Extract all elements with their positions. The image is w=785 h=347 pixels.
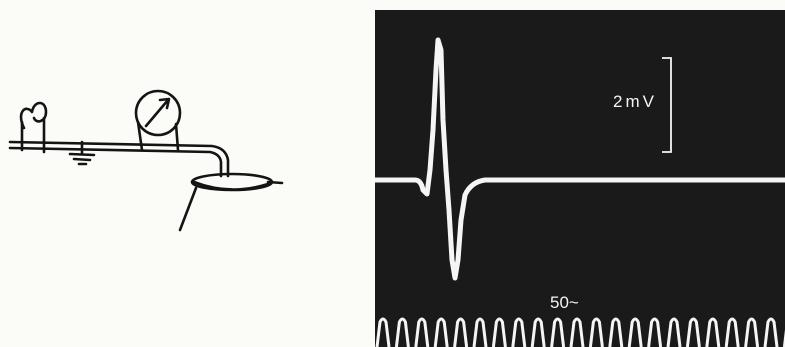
ground-icon [70, 142, 94, 164]
coil-icon [21, 103, 46, 152]
signal-trace [375, 40, 785, 278]
oscilloscope-trace [375, 10, 785, 347]
lead-wire-lower [10, 148, 221, 176]
timebase-label: 50~ [550, 293, 579, 313]
calibration-bar [662, 58, 671, 152]
electrode-vessel-icon [180, 174, 282, 230]
scale-bar-label: 2mV [613, 92, 657, 112]
meter-icon [136, 91, 180, 150]
oscilloscope-trace-panel: 2mV 50~ [375, 10, 785, 347]
timing-wave [377, 319, 785, 347]
timing-wave-path [377, 319, 785, 347]
recording-schematic [0, 0, 375, 347]
